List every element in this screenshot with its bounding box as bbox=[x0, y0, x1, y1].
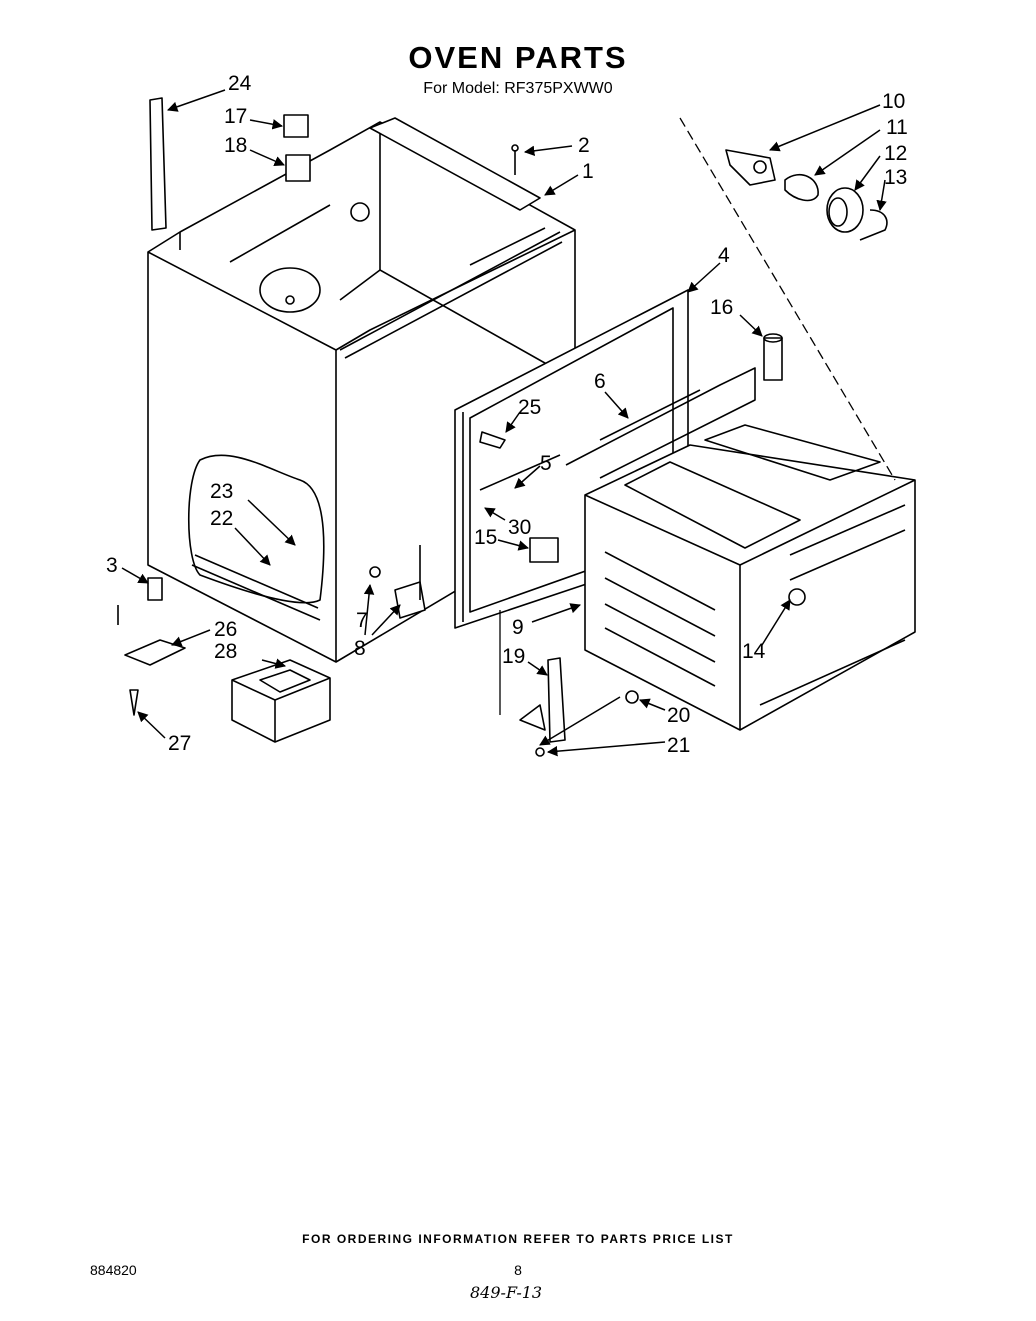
light-bulb bbox=[784, 174, 819, 202]
callout-16: 16 bbox=[710, 296, 733, 319]
nut-21 bbox=[535, 747, 545, 757]
callout-24: 24 bbox=[228, 72, 252, 95]
bracket-24 bbox=[149, 97, 167, 231]
callout-2: 2 bbox=[578, 134, 590, 157]
callout-30: 30 bbox=[508, 516, 531, 539]
hinge-19 bbox=[519, 657, 566, 743]
callout-26: 26 bbox=[214, 618, 237, 641]
callout-4: 4 bbox=[718, 244, 730, 267]
broil-element bbox=[565, 367, 756, 479]
grommet-7 bbox=[369, 566, 381, 578]
callout-13: 13 bbox=[884, 166, 907, 189]
screw-27 bbox=[129, 689, 139, 716]
lens-clip bbox=[859, 209, 888, 241]
light-lens bbox=[826, 187, 864, 233]
callout-7: 7 bbox=[356, 609, 368, 632]
callout-23: 23 bbox=[210, 480, 233, 503]
bracket-8 bbox=[394, 545, 426, 619]
leveling-leg-3 bbox=[117, 577, 163, 625]
anti-tip-bracket-26 bbox=[124, 639, 186, 666]
callout-6: 6 bbox=[594, 370, 606, 393]
callout-5: 5 bbox=[540, 452, 552, 475]
box-28 bbox=[231, 659, 331, 743]
document-number: 884820 bbox=[90, 1262, 137, 1278]
block-18 bbox=[285, 154, 311, 182]
callout-14: 14 bbox=[742, 640, 766, 663]
sensor-25 bbox=[479, 431, 506, 449]
callout-1: 1 bbox=[582, 160, 594, 183]
handwritten-note: 849-F-13 bbox=[470, 1283, 543, 1302]
callout-3: 3 bbox=[106, 554, 118, 577]
callout-10: 10 bbox=[882, 90, 905, 113]
callout-15: 15 bbox=[474, 526, 497, 549]
screw-20 bbox=[625, 690, 639, 704]
callout-21: 21 bbox=[667, 734, 690, 757]
light-socket bbox=[725, 149, 776, 186]
oven-liner bbox=[584, 424, 916, 731]
callout-22: 22 bbox=[210, 507, 233, 530]
callout-25: 25 bbox=[518, 396, 541, 419]
callout-11: 11 bbox=[886, 116, 908, 139]
callout-8: 8 bbox=[354, 637, 366, 660]
screw-2 bbox=[511, 144, 519, 175]
page-title: OVEN PARTS bbox=[408, 40, 628, 75]
page-number: 8 bbox=[514, 1262, 522, 1278]
callout-18: 18 bbox=[224, 134, 247, 157]
callout-19: 19 bbox=[502, 645, 525, 668]
callout-20: 20 bbox=[667, 704, 690, 727]
bracket-15 bbox=[529, 537, 559, 563]
callout-17: 17 bbox=[224, 105, 247, 128]
ordering-note: FOR ORDERING INFORMATION REFER TO PARTS … bbox=[302, 1232, 734, 1246]
callout-28: 28 bbox=[214, 640, 237, 663]
callout-12: 12 bbox=[884, 142, 907, 165]
model-subtitle: For Model: RF375PXWW0 bbox=[423, 80, 613, 97]
callout-27: 27 bbox=[168, 732, 191, 755]
vent-tube bbox=[763, 333, 783, 381]
callout-9: 9 bbox=[512, 616, 524, 639]
block-17 bbox=[283, 114, 309, 138]
oven-cabinet bbox=[147, 117, 576, 663]
